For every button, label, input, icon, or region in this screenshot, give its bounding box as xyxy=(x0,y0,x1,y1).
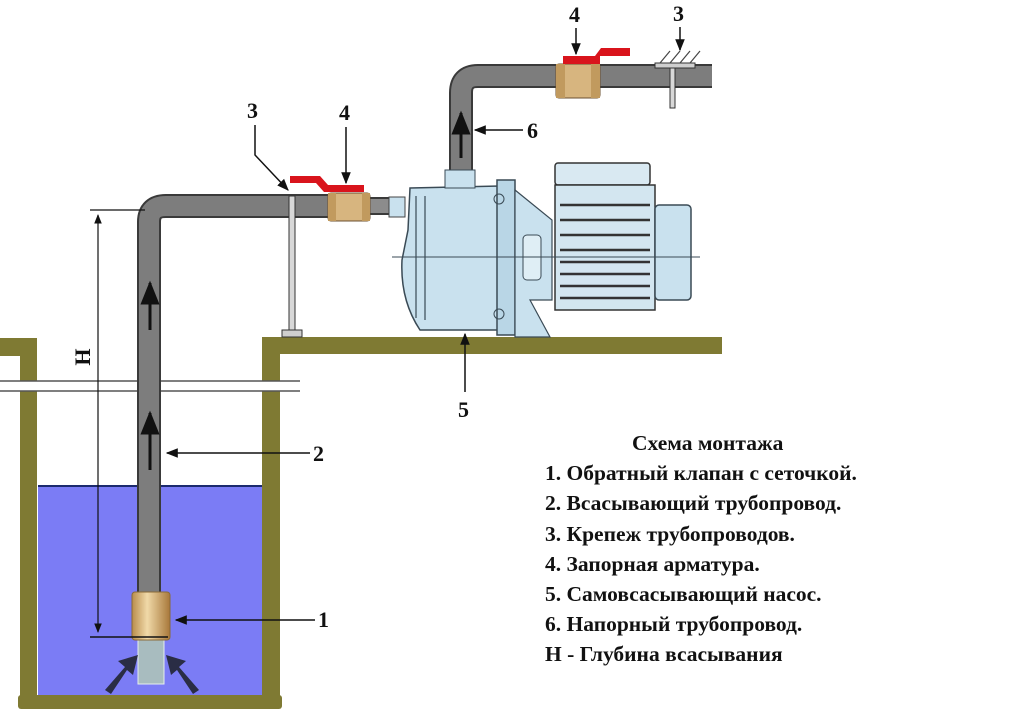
pipe-mount-right xyxy=(654,50,701,109)
strainer xyxy=(137,639,165,685)
self-priming-pump xyxy=(392,162,700,338)
legend-item: H - Глубина всасывания xyxy=(545,642,783,667)
valve-handle xyxy=(290,176,364,192)
legend-item: 6. Напорный трубопровод. xyxy=(545,612,803,637)
depth-label: H xyxy=(70,348,95,365)
callout-5: 5 xyxy=(458,397,469,422)
valve-handle xyxy=(563,48,630,64)
callout-3-left: 3 xyxy=(247,98,258,123)
pump-head xyxy=(401,185,501,331)
ball-valve-left xyxy=(290,176,371,222)
callout-1: 1 xyxy=(318,607,329,632)
ball-valve-right xyxy=(555,48,630,99)
motor-terminal-box xyxy=(554,162,651,186)
pipe-mount-left xyxy=(281,195,303,338)
depth-dimension: H xyxy=(70,209,168,638)
motor-fan-cover xyxy=(654,204,692,301)
discharge-fitting xyxy=(444,169,476,189)
callout-2: 2 xyxy=(313,441,324,466)
callouts: 1 2 3 4 4 3 6 5 xyxy=(165,1,685,632)
legend: Схема монтажа 1. Обратный клапан с сеточ… xyxy=(545,428,857,670)
legend-item: 2. Всасывающий трубопровод. xyxy=(545,491,842,516)
callout-4-right: 4 xyxy=(569,2,580,27)
inflow-arrow-left xyxy=(105,655,138,694)
check-valve-body xyxy=(131,591,171,641)
motor-fins xyxy=(560,203,650,300)
callout-6: 6 xyxy=(527,118,538,143)
callout-3-right: 3 xyxy=(673,1,684,26)
discharge-pipe xyxy=(449,64,712,172)
legend-item: 1. Обратный клапан с сеточкой. xyxy=(545,461,857,486)
check-valve xyxy=(105,591,199,694)
well-bottom xyxy=(18,695,282,709)
callout-4-left: 4 xyxy=(339,100,350,125)
legend-title: Схема монтажа xyxy=(632,431,784,455)
well-wall-left xyxy=(0,338,37,698)
legend-item: 5. Самовсасывающий насос. xyxy=(545,582,822,607)
ground-slab xyxy=(262,337,722,354)
legend-item: 3. Крепеж трубопроводов. xyxy=(545,521,795,546)
pump-inlet-fitting xyxy=(388,196,406,218)
legend-item: 4. Запорная арматура. xyxy=(545,551,760,576)
inflow-arrow-right xyxy=(166,655,199,694)
